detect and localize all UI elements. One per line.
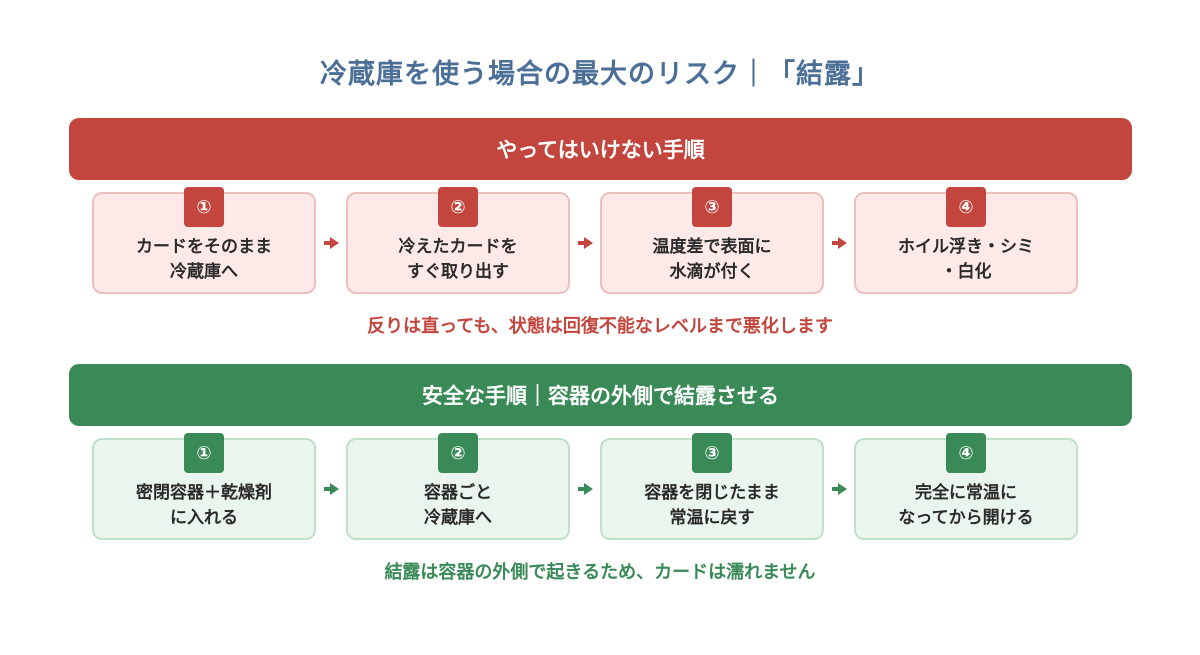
- arrow-right-icon: [832, 483, 847, 495]
- arrow-right-icon: [832, 237, 847, 249]
- safe-procedure-note: 結露は容器の外側で起きるため、カードは濡れません: [384, 562, 816, 583]
- page-title: 冷蔵庫を使う場合の最大のリスク｜「結露」: [320, 59, 880, 90]
- step-text-line: に入れる: [170, 508, 238, 528]
- step-text: 容器を閉じたまま 常温に戻す: [602, 481, 822, 531]
- step-text-line: 容器を閉じたまま: [644, 483, 780, 503]
- step-number-badge: ④: [946, 433, 986, 473]
- arrow-right-icon: [324, 483, 339, 495]
- safe-step-2: ② 容器ごと 冷蔵庫へ: [346, 433, 570, 540]
- step-text: 温度差で表面に 水滴が付く: [602, 235, 822, 285]
- step-text: 容器ごと 冷蔵庫へ: [348, 481, 568, 531]
- step-number-badge: ①: [184, 433, 224, 473]
- bad-procedure-note: 反りは直っても、状態は回復不能なレベルまで悪化します: [367, 316, 833, 337]
- step-number-badge: ④: [946, 187, 986, 227]
- safe-step-4: ④ 完全に常温に なってから開ける: [854, 433, 1078, 540]
- safe-procedure-header: 安全な手順｜容器の外側で結露させる: [69, 364, 1132, 426]
- step-number-badge: ③: [692, 433, 732, 473]
- step-text-line: ・白化: [940, 262, 992, 282]
- arrow-right-icon: [324, 237, 339, 249]
- safe-step-3: ③ 容器を閉じたまま 常温に戻す: [600, 433, 824, 540]
- step-text: カードをそのまま 冷蔵庫へ: [94, 235, 314, 285]
- bad-procedure-header: やってはいけない手順: [69, 118, 1132, 180]
- bad-step-1: ① カードをそのまま 冷蔵庫へ: [92, 187, 316, 294]
- step-text-line: 常温に戻す: [669, 508, 755, 528]
- step-text-line: 冷えたカードを: [398, 237, 518, 257]
- step-text-line: すぐ取り出す: [407, 262, 509, 282]
- bad-step-3: ③ 温度差で表面に 水滴が付く: [600, 187, 824, 294]
- step-number-badge: ②: [438, 187, 478, 227]
- bad-step-2: ② 冷えたカードを すぐ取り出す: [346, 187, 570, 294]
- step-number-badge: ②: [438, 433, 478, 473]
- step-text: 密閉容器＋乾燥剤 に入れる: [94, 481, 314, 531]
- arrow-right-icon: [578, 237, 593, 249]
- step-text: 完全に常温に なってから開ける: [856, 481, 1076, 531]
- step-text-line: 容器ごと: [424, 483, 492, 503]
- arrow-right-icon: [578, 483, 593, 495]
- step-number-badge: ①: [184, 187, 224, 227]
- step-number-badge: ③: [692, 187, 732, 227]
- step-text-line: 完全に常温に: [915, 483, 1017, 503]
- step-text: ホイル浮き・シミ ・白化: [856, 235, 1076, 285]
- step-text-line: ホイル浮き・シミ: [898, 237, 1034, 257]
- step-text-line: 水滴が付く: [669, 262, 755, 282]
- bad-step-4: ④ ホイル浮き・シミ ・白化: [854, 187, 1078, 294]
- step-text: 冷えたカードを すぐ取り出す: [348, 235, 568, 285]
- step-text-line: 密閉容器＋乾燥剤: [136, 483, 272, 503]
- step-text-line: なってから開ける: [898, 508, 1034, 528]
- safe-step-1: ① 密閉容器＋乾燥剤 に入れる: [92, 433, 316, 540]
- step-text-line: 冷蔵庫へ: [170, 262, 238, 282]
- step-text-line: 冷蔵庫へ: [424, 508, 492, 528]
- step-text-line: カードをそのまま: [136, 237, 272, 257]
- step-text-line: 温度差で表面に: [652, 237, 772, 257]
